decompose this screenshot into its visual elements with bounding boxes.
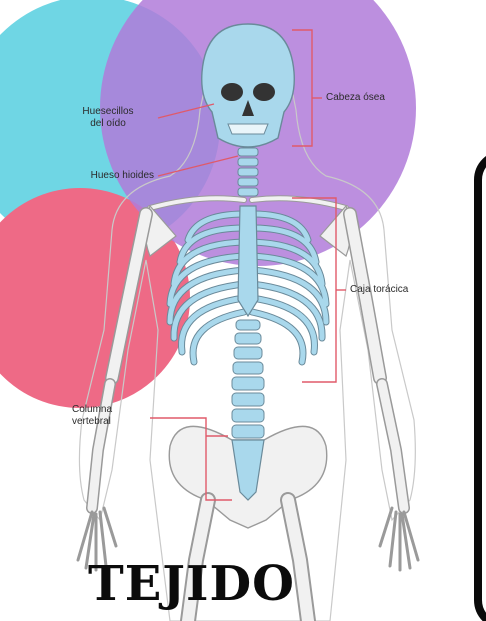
eye-socket-left (221, 83, 243, 101)
page-title: TEJIDO (88, 556, 295, 612)
label-columna-line2: vertebral (72, 416, 148, 428)
side-panel-frame (474, 150, 486, 621)
label-caja-toracica: Caja torácica (350, 284, 408, 296)
humerus-right-fill (350, 214, 380, 378)
hand-right (380, 508, 418, 570)
label-columna-vertebral: Columna vertebral (72, 404, 148, 428)
label-cabeza-osea: Cabeza ósea (326, 92, 385, 104)
label-huesecillos-line1: Huesecillos (60, 106, 156, 118)
label-huesecillos: Huesecillos del oído (60, 106, 156, 130)
spinal-column (232, 320, 264, 438)
sternum (238, 206, 258, 316)
cervical-vertebrae (238, 148, 258, 196)
label-hueso-hioides: Hueso hioides (50, 170, 154, 182)
jaw-teeth (228, 124, 268, 134)
eye-socket-right (253, 83, 275, 101)
label-columna-line1: Columna (72, 404, 148, 416)
label-huesecillos-line2: del oído (60, 118, 156, 130)
